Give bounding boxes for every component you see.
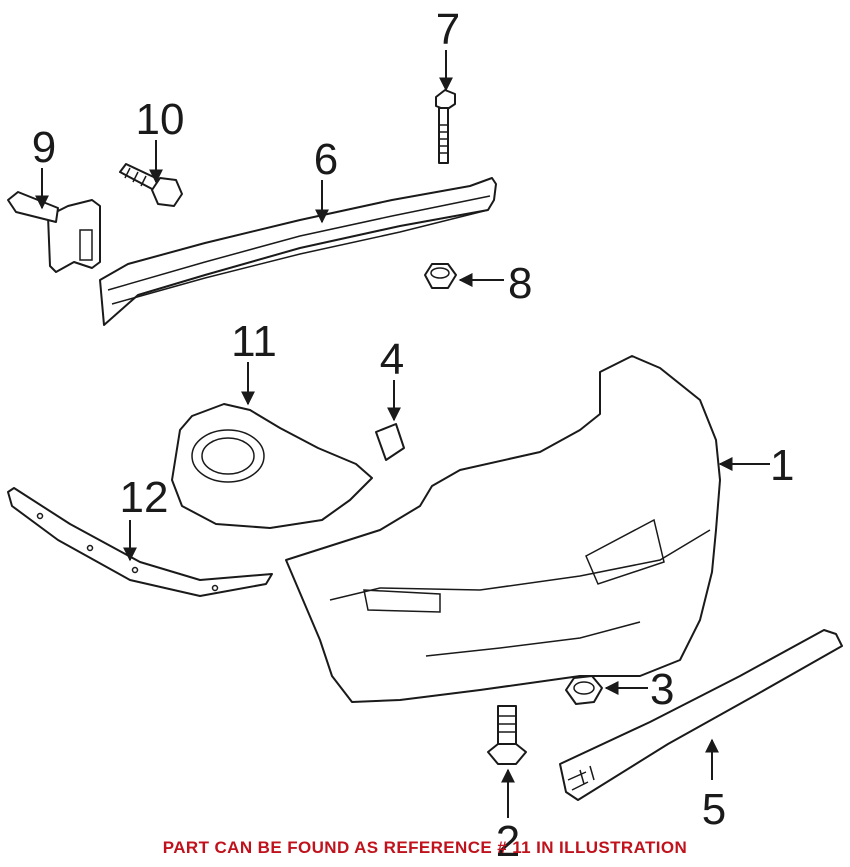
clip-part-4 (375, 423, 405, 461)
bolt-part-7 (435, 89, 456, 164)
lower-molding-part-5 (559, 629, 843, 801)
callout-5: 5 (702, 785, 726, 834)
callout-10: 10 (136, 95, 185, 144)
callout-8: 8 (508, 259, 532, 308)
reflector-strip-part-12 (7, 487, 273, 597)
nut-part-8 (424, 263, 457, 289)
callout-2: 2 (496, 817, 520, 866)
callout-1: 1 (770, 441, 794, 490)
nut-part-3 (565, 675, 603, 705)
callout-4: 4 (380, 335, 404, 384)
bumper-reinforcement-part-6 (99, 177, 497, 326)
callout-12: 12 (120, 473, 169, 522)
callout-3: 3 (650, 665, 674, 714)
fog-lamp-bracket-part-11 (171, 403, 373, 529)
callout-7: 7 (436, 5, 460, 54)
bolt-part-10 (119, 163, 183, 207)
leader-arrows (35, 50, 770, 818)
screw-part-2 (487, 705, 527, 765)
callout-6: 6 (314, 135, 338, 184)
callout-11: 11 (231, 317, 277, 366)
reference-caption: PART CAN BE FOUND AS REFERENCE # 11 IN I… (162, 838, 688, 857)
bumper-cover-part-1 (285, 355, 721, 703)
bracket-part-9 (7, 191, 101, 273)
callout-9: 9 (32, 123, 56, 172)
